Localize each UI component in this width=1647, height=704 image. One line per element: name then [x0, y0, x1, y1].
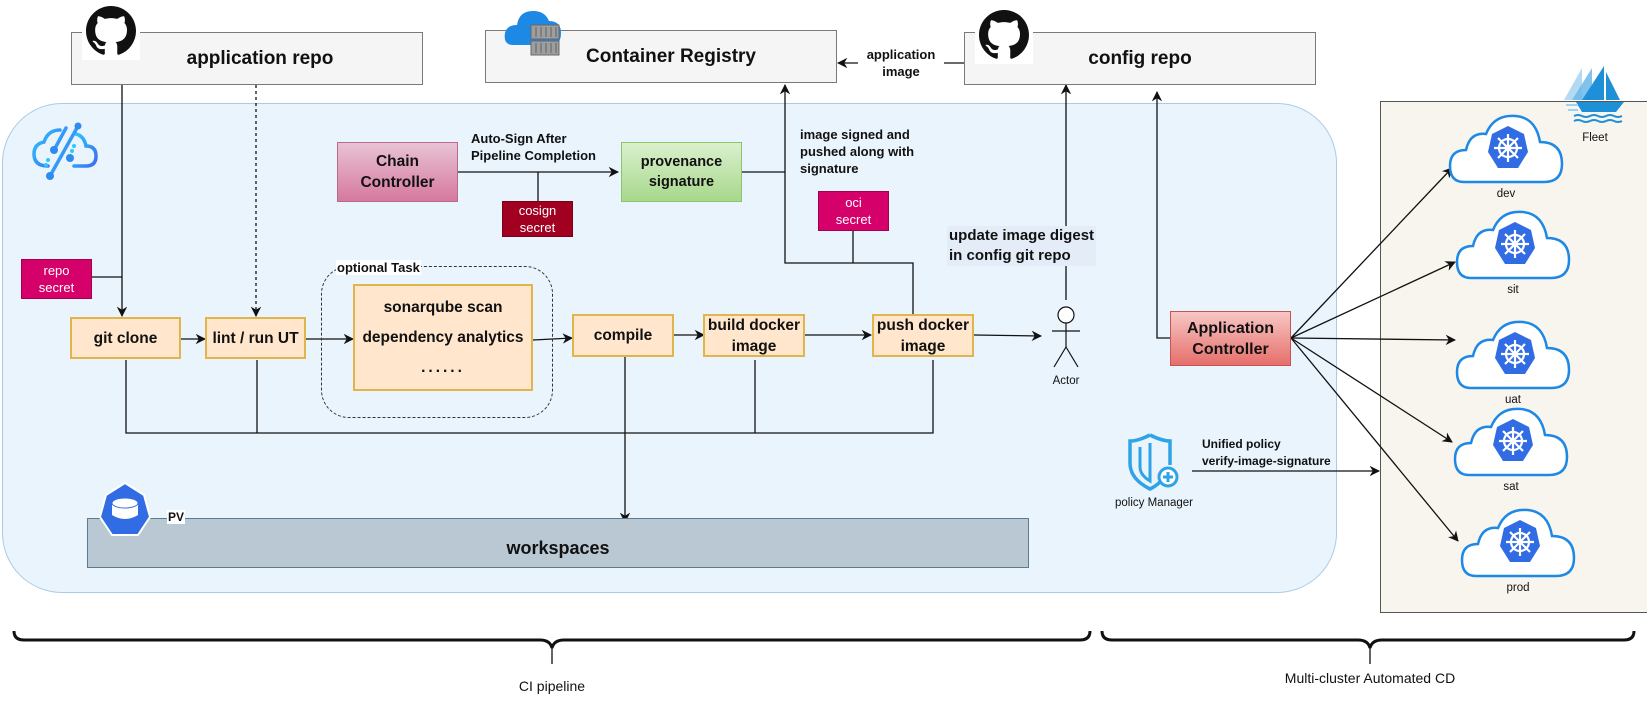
- task-compile-label: compile: [593, 327, 653, 344]
- cluster-sit[interactable]: sit: [1455, 208, 1571, 298]
- optional-task-group: [321, 266, 553, 418]
- cluster-prod[interactable]: prod: [1460, 506, 1576, 596]
- policy-manager-label: policy Manager: [1115, 497, 1193, 509]
- fleet-label: Fleet: [1582, 132, 1608, 144]
- pv-label: PV: [167, 510, 186, 524]
- unified-policy-label: Unified policy verify-image-signature: [1202, 437, 1331, 468]
- application-repo-label: application repo: [186, 47, 334, 69]
- update-digest-label: update image digest in config git repo: [947, 226, 1097, 266]
- kubernetes-cluster-cloud-icon: [1455, 210, 1571, 280]
- cd-label: Multi-cluster Automated CD: [1284, 670, 1456, 686]
- cluster-sat[interactable]: sat: [1453, 405, 1569, 495]
- provenance-signature[interactable]: provenance signature: [621, 142, 742, 202]
- chain-controller-label: Chain Controller: [360, 153, 435, 191]
- application-controller[interactable]: Application Controller: [1170, 311, 1291, 366]
- cluster-dev[interactable]: dev: [1448, 112, 1564, 202]
- cluster-label: sit: [1507, 284, 1519, 296]
- actor-label: Actor: [1052, 375, 1080, 387]
- task-git-clone-label: git clone: [93, 329, 158, 347]
- github-icon: [82, 2, 140, 60]
- image-signed-label: image signed and pushed along with signa…: [800, 127, 915, 176]
- repo-secret-label: repo secret: [38, 263, 75, 295]
- cluster-label: dev: [1496, 188, 1516, 200]
- cluster-uat[interactable]: uat: [1455, 318, 1571, 408]
- task-git-clone[interactable]: git clone: [70, 317, 181, 359]
- fleet-sailboat-icon: [1558, 64, 1630, 126]
- provenance-signature-label: provenance signature: [640, 154, 723, 190]
- actor-stick-figure-icon: [1050, 305, 1082, 371]
- optional-item-dependency: dependency analytics: [362, 328, 524, 346]
- task-lint-label: lint / run UT: [212, 329, 299, 347]
- tekton-cloud-icon: [30, 122, 100, 182]
- application-controller-label: Application Controller: [1186, 319, 1275, 358]
- kubernetes-cluster-cloud-icon: [1453, 407, 1569, 477]
- task-build-label: build docker image: [707, 316, 801, 355]
- cluster-label: sat: [1503, 481, 1519, 493]
- task-push-label: push docker image: [876, 316, 970, 355]
- auto-sign-label: Auto-Sign After Pipeline Completion: [471, 131, 596, 163]
- container-registry-label: Container Registry: [586, 45, 756, 67]
- task-push-docker-image[interactable]: push docker image: [872, 314, 974, 357]
- config-repo-label: config repo: [1088, 47, 1192, 69]
- kubernetes-cluster-cloud-icon: [1455, 320, 1571, 390]
- cluster-label: prod: [1506, 582, 1530, 594]
- github-icon: [975, 6, 1033, 64]
- workspaces[interactable]: workspaces: [87, 518, 1029, 568]
- workspaces-label: workspaces: [506, 537, 610, 558]
- cosign-secret-label: cosign secret: [518, 203, 557, 235]
- task-compile[interactable]: compile: [572, 314, 674, 357]
- optional-task-label: optional Task: [336, 260, 421, 275]
- ci-pipeline-label: CI pipeline: [518, 678, 586, 694]
- oci-secret-label: oci secret: [835, 195, 872, 227]
- cosign-secret[interactable]: cosign secret: [502, 201, 573, 237]
- oci-secret[interactable]: oci secret: [818, 191, 889, 231]
- kubernetes-cluster-cloud-icon: [1448, 114, 1564, 184]
- chain-controller[interactable]: Chain Controller: [337, 142, 458, 202]
- application-image-label: application image: [858, 46, 944, 80]
- persistent-volume-icon: [98, 481, 152, 537]
- repo-secret[interactable]: repo secret: [21, 259, 92, 299]
- task-build-docker-image[interactable]: build docker image: [703, 314, 805, 357]
- policy-shield-icon: [1126, 433, 1182, 491]
- cloud-container-registry-icon: [503, 5, 573, 63]
- optional-item-more: ......: [421, 359, 465, 377]
- kubernetes-cluster-cloud-icon: [1460, 508, 1576, 578]
- task-lint-run-ut[interactable]: lint / run UT: [205, 317, 306, 359]
- optional-item-sonarqube: sonarqube scan: [383, 298, 503, 316]
- cluster-label: uat: [1505, 394, 1521, 406]
- optional-task-box[interactable]: sonarqube scan dependency analytics ....…: [353, 284, 533, 391]
